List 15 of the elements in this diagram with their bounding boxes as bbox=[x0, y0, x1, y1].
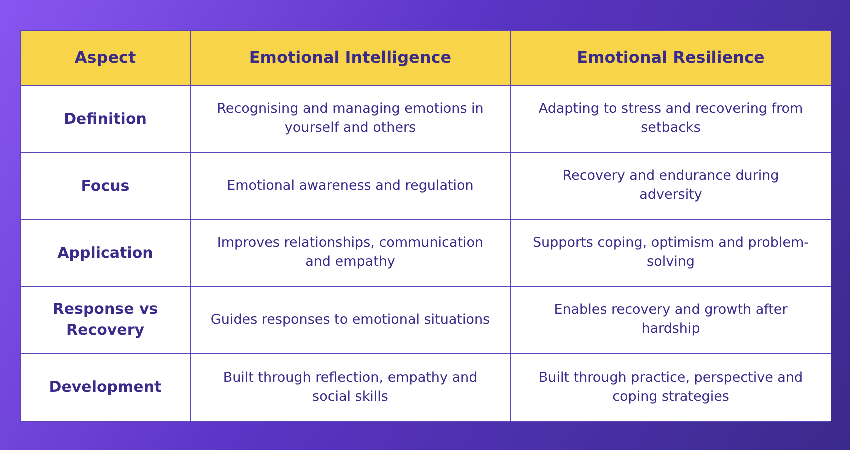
table-cell: Enables recovery and growth after hardship bbox=[511, 287, 831, 354]
table-cell: Recovery and endurance during adversity bbox=[511, 153, 831, 220]
table-cell: Guides responses to emotional situations bbox=[191, 287, 511, 354]
row-header: Focus bbox=[21, 153, 191, 220]
column-header: Aspect bbox=[21, 31, 191, 86]
row-header: Response vs Recovery bbox=[21, 287, 191, 354]
row-header: Application bbox=[21, 220, 191, 287]
table-cell: Adapting to stress and recovering from setbacks bbox=[511, 86, 831, 153]
table-cell: Supports coping, optimism and problem-solving bbox=[511, 220, 831, 287]
table-cell: Emotional awareness and regulation bbox=[191, 153, 511, 220]
column-header: Emotional Intelligence bbox=[191, 31, 511, 86]
row-header: Definition bbox=[21, 86, 191, 153]
table-cell: Recognising and managing emotions in yourself and others bbox=[191, 86, 511, 153]
table-cell: Improves relationships, communication and empathy bbox=[191, 220, 511, 287]
column-header: Emotional Resilience bbox=[511, 31, 831, 86]
